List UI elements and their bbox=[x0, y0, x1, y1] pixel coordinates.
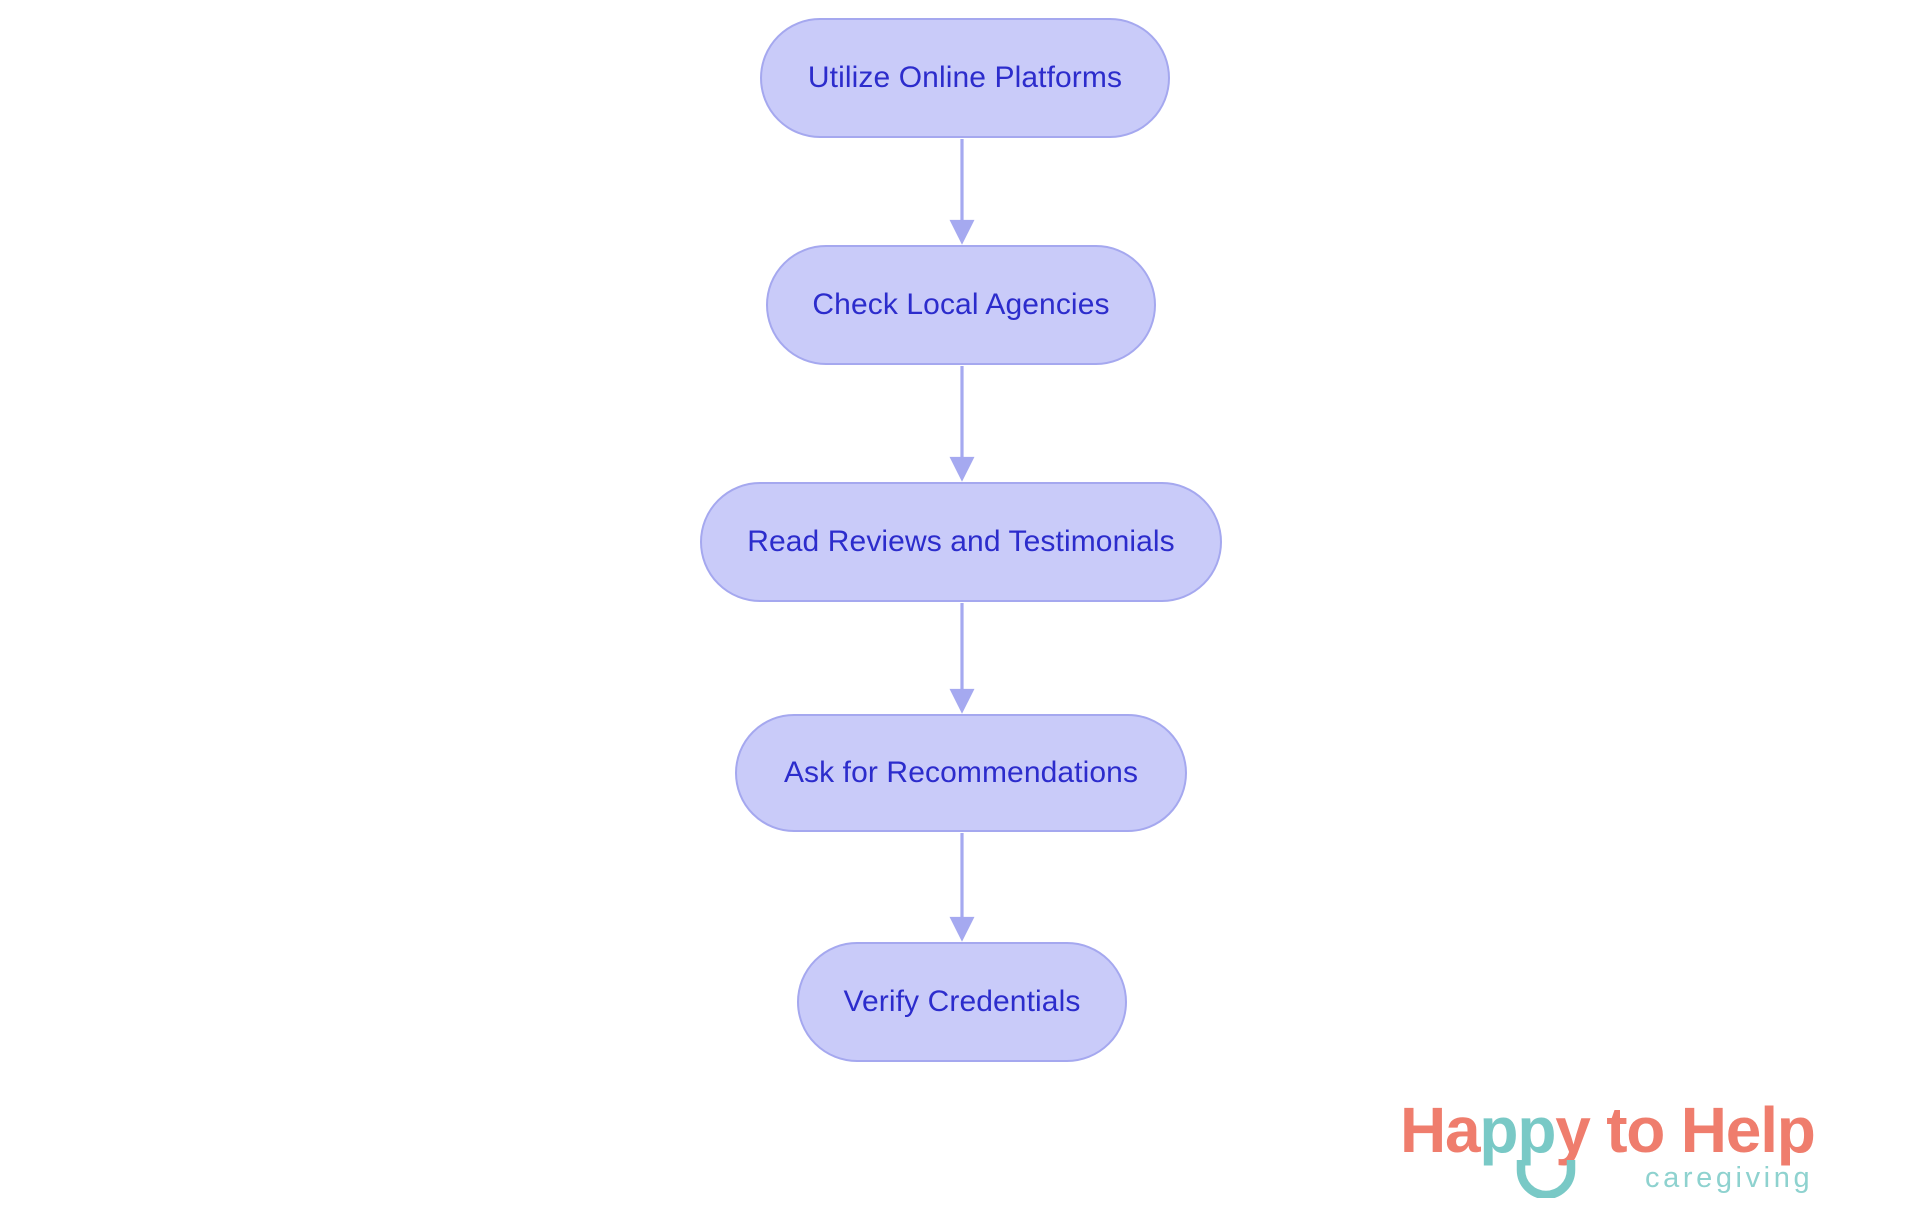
flow-node-label: Verify Credentials bbox=[843, 985, 1081, 1018]
flow-node-ask-for-recommendations[interactable]: Ask for Recommendations bbox=[735, 714, 1187, 832]
flow-node-utilize-online-platforms[interactable]: Utilize Online Platforms bbox=[760, 18, 1170, 138]
smile-arc-icon bbox=[1516, 1160, 1576, 1198]
logo-word-ha: Ha bbox=[1400, 1094, 1481, 1166]
flow-node-label: Read Reviews and Testimonials bbox=[747, 525, 1175, 558]
logo-wordmark: Happy to Help bbox=[1400, 1098, 1816, 1162]
flow-node-verify-credentials[interactable]: Verify Credentials bbox=[797, 942, 1127, 1062]
logo-word-pp: pp bbox=[1479, 1094, 1556, 1166]
flow-node-read-reviews-and-testimonials[interactable]: Read Reviews and Testimonials bbox=[700, 482, 1222, 602]
logo-tagline: caregiving bbox=[1645, 1162, 1814, 1194]
logo-word-y-to-help: y to Help bbox=[1555, 1094, 1816, 1166]
brand-logo: Happy to Help caregiving bbox=[1400, 1098, 1900, 1210]
flow-node-label: Check Local Agencies bbox=[812, 288, 1110, 321]
flow-node-label: Ask for Recommendations bbox=[783, 756, 1139, 789]
flow-node-check-local-agencies[interactable]: Check Local Agencies bbox=[766, 245, 1156, 365]
flow-node-label: Utilize Online Platforms bbox=[807, 61, 1123, 94]
